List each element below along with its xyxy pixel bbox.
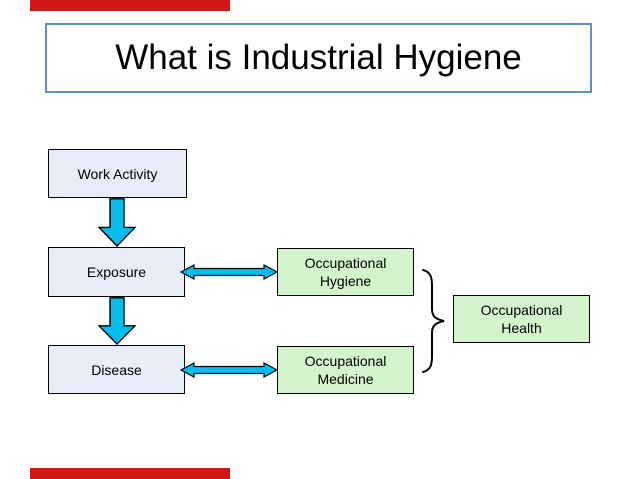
block-arrow-down-icon: [98, 297, 136, 345]
slide-title: What is Industrial Hygiene: [115, 38, 522, 77]
bottom-red-accent-bar: [30, 468, 230, 479]
double-headed-arrow-icon: [180, 264, 278, 280]
node-work-activity-label: Work Activity: [77, 165, 158, 182]
double-headed-arrow-icon: [180, 362, 278, 378]
node-work-activity: Work Activity: [48, 149, 187, 198]
node-occupational-health: Occupational Health: [453, 295, 590, 343]
block-arrow-down-icon: [98, 198, 136, 247]
node-exposure: Exposure: [48, 247, 185, 297]
node-occupational-health-line2: Health: [501, 320, 542, 336]
curly-brace: [419, 266, 449, 376]
node-occupational-medicine-line2: Medicine: [317, 371, 374, 387]
node-occupational-hygiene-line1: Occupational: [304, 255, 387, 271]
arrow-exposure-to-disease: [98, 297, 136, 345]
arrow-disease-occupational-medicine: [180, 362, 278, 378]
node-exposure-label: Exposure: [86, 264, 147, 280]
node-occupational-health-line1: Occupational: [480, 302, 563, 318]
right-brace-icon: [422, 269, 445, 373]
node-disease-label: Disease: [91, 361, 142, 378]
top-red-accent-bar: [30, 0, 230, 11]
arrow-exposure-occupational-hygiene: [180, 264, 278, 280]
arrow-work-activity-to-exposure: [98, 198, 136, 247]
title-box: What is Industrial Hygiene: [45, 23, 592, 93]
node-occupational-hygiene: Occupational Hygiene: [277, 248, 414, 296]
node-occupational-medicine: Occupational Medicine: [277, 346, 414, 394]
node-occupational-medicine-line1: Occupational: [304, 353, 387, 369]
node-occupational-hygiene-line2: Hygiene: [319, 273, 372, 289]
node-disease: Disease: [48, 345, 185, 394]
